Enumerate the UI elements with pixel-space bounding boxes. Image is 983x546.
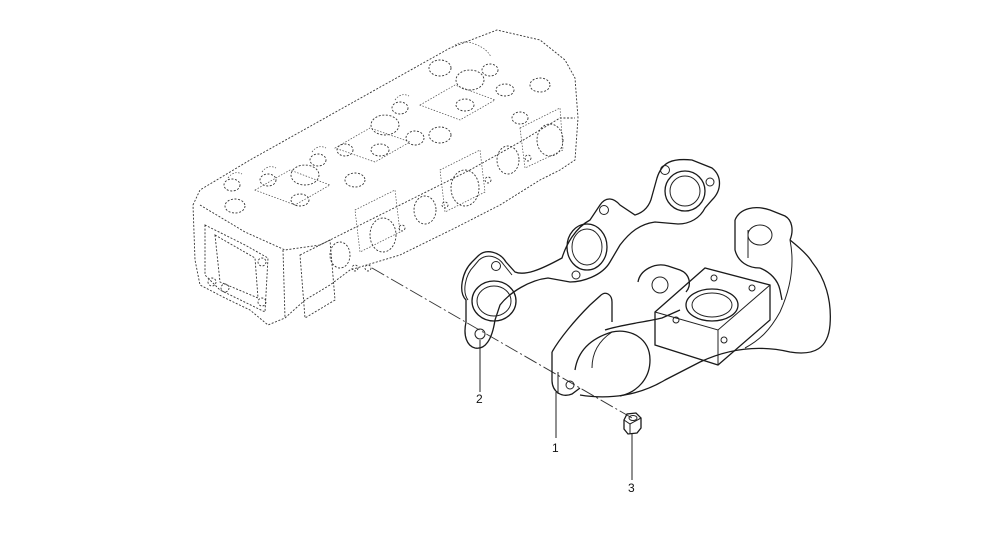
exhaust-manifold-gasket bbox=[461, 158, 721, 349]
exhaust-manifold bbox=[551, 207, 831, 398]
callout-3: 3 bbox=[628, 481, 635, 495]
head-top-features bbox=[223, 41, 551, 214]
assembly-centerline bbox=[371, 267, 633, 419]
callout-2: 2 bbox=[476, 392, 483, 406]
cylinder-head-phantom bbox=[192, 29, 579, 326]
callout-1: 1 bbox=[552, 441, 559, 455]
leader-lines bbox=[479, 340, 633, 480]
flange-nut bbox=[623, 412, 642, 435]
